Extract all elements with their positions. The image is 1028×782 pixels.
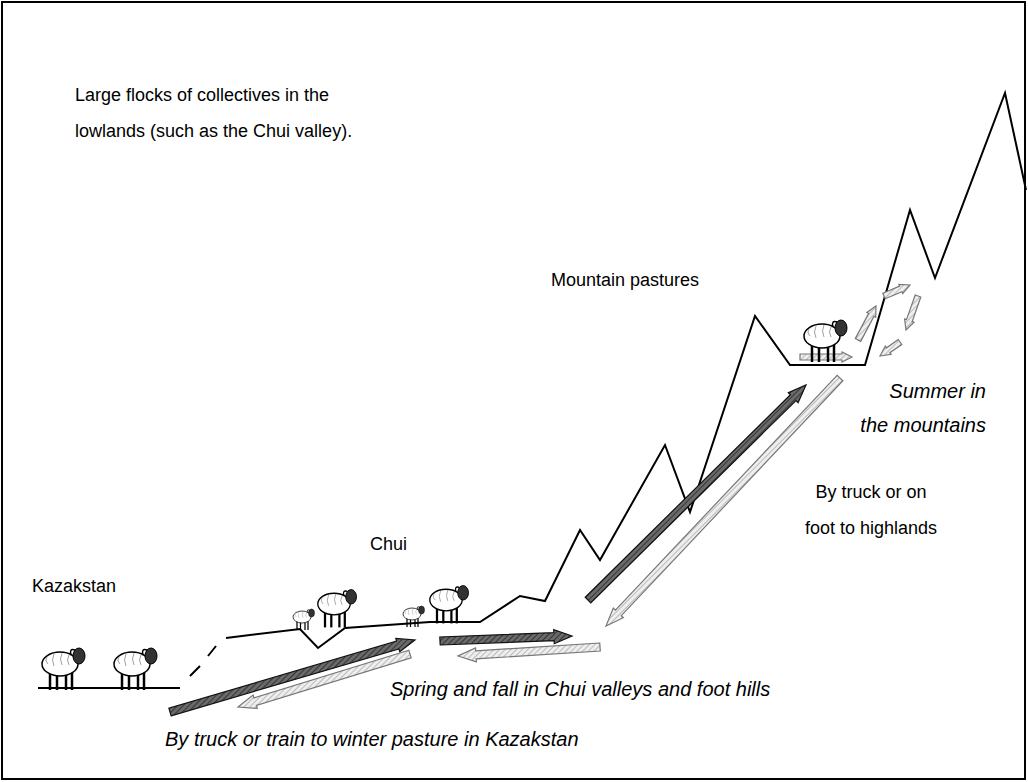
sheep-horn — [307, 610, 309, 613]
sheep-wool — [295, 612, 307, 619]
dark-arrow — [440, 630, 572, 645]
sheep-leg — [417, 618, 418, 627]
region-label: Mountain pastures — [551, 262, 791, 298]
season-label: Spring and fall in Chui valleys and foot… — [390, 672, 990, 706]
sheep-wool — [321, 594, 342, 606]
light-arrow — [880, 340, 902, 357]
sheep-leg — [307, 621, 308, 630]
sheep-horn — [455, 587, 459, 592]
place-label: Chui — [370, 526, 450, 562]
sheep-leg — [833, 344, 836, 362]
light-arrow — [238, 650, 411, 708]
sheep-wool — [46, 653, 69, 666]
transport-label: By truck or train to winter pasture in K… — [165, 722, 765, 756]
dashed-ground — [190, 646, 216, 676]
season-label: Summer in the mountains — [856, 374, 986, 442]
light-arrow — [458, 643, 600, 662]
transport-label: By truck or on foot to highlands — [800, 474, 942, 546]
sheep-leg — [143, 672, 146, 690]
kazakstan-ground — [38, 687, 180, 689]
sheep-wool — [433, 590, 454, 602]
terrain-profile — [226, 93, 1026, 648]
place-label: Kazakstan — [32, 568, 172, 604]
sheep-horn — [343, 591, 347, 596]
sheep-icon — [804, 320, 847, 362]
sheep-horn — [833, 322, 838, 327]
light-arrow — [800, 352, 852, 362]
sheep-icon — [293, 609, 315, 630]
sheep-horn — [143, 650, 148, 655]
sheep-icon — [114, 648, 157, 690]
light-arrow — [606, 375, 843, 626]
dark-arrow — [169, 638, 415, 715]
light-arrow — [883, 284, 910, 299]
sheep-icon — [318, 590, 357, 628]
sheep-icon — [42, 648, 85, 690]
sheep-icon — [430, 586, 469, 624]
sheep-horn — [71, 650, 76, 655]
sheep-wool — [808, 325, 831, 338]
sheep-group — [42, 320, 847, 690]
dark-arrow — [585, 385, 806, 603]
sheep-horn — [417, 607, 419, 610]
light-arrow — [855, 306, 876, 341]
light-arrow — [905, 295, 921, 330]
note-text: Large flocks of collectives in the lowla… — [75, 77, 365, 149]
sheep-leg — [71, 672, 74, 690]
sheep-icon — [403, 606, 425, 627]
sheep-wool — [118, 653, 141, 666]
arrow-group — [169, 284, 921, 716]
sheep-leg — [344, 611, 346, 627]
sheep-leg — [456, 607, 458, 623]
sheep-wool — [405, 609, 417, 616]
